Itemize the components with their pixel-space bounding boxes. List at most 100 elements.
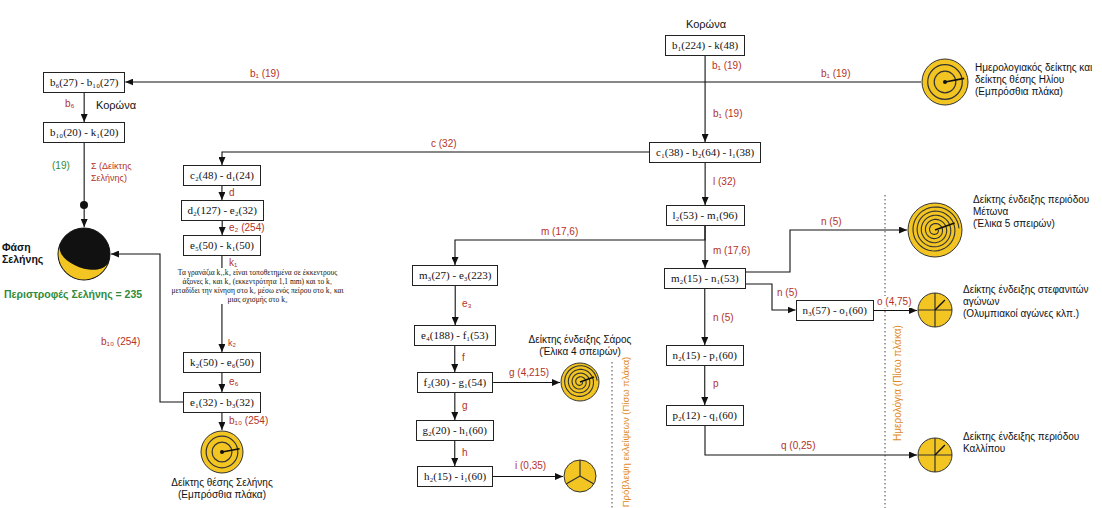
spiral-groove xyxy=(565,366,598,397)
part-name: Κορώνα xyxy=(686,18,726,30)
gear-connector xyxy=(454,393,455,420)
dial-disc xyxy=(908,203,962,257)
edge-label: Σ (Δείκτης Σελήνης) xyxy=(90,160,154,184)
gear-connector xyxy=(493,382,560,383)
dial-disc xyxy=(561,363,599,401)
edge-label: b₁ (19) xyxy=(820,68,852,80)
gear-connector xyxy=(221,373,222,392)
dial-heading: Φάση Σελήνης xyxy=(2,241,54,265)
gear-box: n₃(57) - o₁(60) xyxy=(796,300,875,321)
drawing-stroke xyxy=(928,65,963,100)
gear-rate-label: (19) xyxy=(52,160,70,172)
dial-drawing xyxy=(917,437,953,473)
dial-pointer xyxy=(945,78,964,82)
gear-connector xyxy=(704,366,705,405)
gear-text: n₃(57) - o₁(60) xyxy=(803,304,868,316)
gear-text: h₂(15) - i₁(60) xyxy=(424,470,486,482)
dial-heading: Δείκτης ένδειξης στεφανιτών αγώνων(Ολυμπ… xyxy=(963,284,1098,320)
dial-heading: Ημερολογιακός δείκτης και δείκτης θέσης … xyxy=(975,62,1097,98)
dial-drawing xyxy=(560,362,600,402)
moon-position-dial: Δείκτης θέσης Σελήνης(Εμπρόσθια πλάκα) xyxy=(200,430,244,474)
edge-label: f xyxy=(461,352,466,364)
gear-text: b₁₀(20) - k₁(20) xyxy=(50,126,118,138)
gear-text: m₂(15) - n₁(53) xyxy=(671,272,739,284)
spiral-groove xyxy=(913,207,959,251)
edge-label: n (5) xyxy=(776,287,799,299)
gear-connector xyxy=(84,93,85,122)
dial-disc xyxy=(918,438,952,472)
dial-heading: Δείκτης ένδειξης Σάρος(Έλικα 4 σπειρών) xyxy=(510,334,650,358)
gear-connector xyxy=(455,226,705,265)
gear-text: d₂(127) - e₂(32) xyxy=(188,204,257,216)
edge-label: m (17,6) xyxy=(712,245,751,257)
drawing-stroke xyxy=(943,80,947,84)
dial-caption: Ημερολογιακός δείκτης και δείκτης θέσης … xyxy=(975,62,1097,86)
note-text: Τα γρανάζια k₁,k₂ είναι τοποθετημένα σε … xyxy=(170,268,345,304)
dial-sector xyxy=(580,476,594,484)
dial-drawing xyxy=(921,58,969,106)
gear-connector xyxy=(455,286,456,325)
drawing-stroke xyxy=(212,442,232,462)
gear-box: n₂(15) - p₁(60) xyxy=(666,345,745,366)
dial-pointer xyxy=(222,449,240,452)
gear-connector xyxy=(222,152,649,165)
gear-box: e₁(32) - b₃(32) xyxy=(183,392,261,413)
dial-caption: (Έλικα 5 σπειρών) xyxy=(973,218,1098,230)
gear-box: b₁(224) - k(48) xyxy=(665,35,745,56)
dial-disc xyxy=(201,431,243,473)
gear-text: e₄(188) - f₁(53) xyxy=(421,329,489,341)
gear-text: m₃(27) - e₃(223) xyxy=(419,269,491,281)
gear-text: b₁(224) - k(48) xyxy=(672,39,738,51)
dial-caption: Δείκτης θέσης Σελήνης xyxy=(142,477,302,489)
edge-label: q (0,25) xyxy=(780,440,816,452)
gear-connector xyxy=(84,143,85,227)
dial-drawing xyxy=(917,292,953,328)
gear-box: p₂(12) - q₁(60) xyxy=(666,405,745,426)
gear-connector xyxy=(454,346,455,372)
gear-connector xyxy=(746,230,907,272)
gear-label: k₂ xyxy=(228,337,236,349)
drawing-stroke xyxy=(934,71,956,93)
gear-box: e₄(188) - f₁(53) xyxy=(414,325,496,346)
dial-pointer xyxy=(580,377,594,382)
moon-phase-ball: Φάση Σελήνης xyxy=(57,227,111,281)
gear-box: b₁₀(20) - k₁(20) xyxy=(43,122,125,143)
dial-caption: Φάση Σελήνης xyxy=(2,241,54,265)
gear-text: c₁(38) - b₂(64) - l₁(38) xyxy=(656,146,754,158)
gear-box: b₆(27) - b₁₀(27) xyxy=(43,72,125,93)
dotted-divider xyxy=(612,362,613,508)
dial-caption: (Εμπρόσθια πλάκα) xyxy=(975,86,1097,98)
dial-disc xyxy=(918,293,952,327)
dial-disc xyxy=(564,460,596,492)
group-label: Ημερολόγια (Πίσω πλάκα) xyxy=(892,325,904,441)
gear-text: b₆(27) - b₁₀(27) xyxy=(50,76,118,88)
gear-text: e₁(32) - b₃(32) xyxy=(190,396,254,408)
gear-text: n₂(15) - p₁(60) xyxy=(673,349,738,361)
dial-heading: Δείκτης θέσης Σελήνης(Εμπρόσθια πλάκα) xyxy=(142,477,302,501)
gear-text: k₂(50) - e₆(50) xyxy=(190,356,254,368)
gear-box: d₂(127) - e₂(32) xyxy=(181,200,264,221)
dial-pointer xyxy=(935,300,945,310)
edge-label: e₃ xyxy=(461,298,473,310)
gear-box: c₂(48) - d₁(24) xyxy=(183,165,261,186)
dial-caption: Δείκτης ένδειξης περιόδου Καλλίπου xyxy=(963,431,1098,455)
group-label: Πρόβλεψη εκλείψεων (Πίσω πλάκα) xyxy=(620,357,632,508)
edge-label: b₁ (19) xyxy=(712,108,744,120)
dial-disc xyxy=(922,59,968,105)
dial-drawing xyxy=(200,430,244,474)
gear-connector xyxy=(705,56,706,142)
moon-crescent xyxy=(57,245,108,281)
gear-box: c₁(38) - b₂(64) - l₁(38) xyxy=(649,142,761,163)
dial-pointer xyxy=(935,445,945,455)
part-name: Κορώνα xyxy=(96,99,136,111)
gear-text: f₂(30) - g₁(54) xyxy=(424,376,487,388)
gear-box: k₂(50) - e₆(50) xyxy=(183,352,261,373)
gear-rate-label: i (0,35) xyxy=(515,460,546,472)
edge-label: p xyxy=(712,378,720,390)
gear-connector xyxy=(454,441,455,466)
callippic-dial: Δείκτης ένδειξης περιόδου Καλλίπου xyxy=(917,437,953,473)
edge-label: n (5) xyxy=(820,216,843,228)
edge-label: b₆ xyxy=(64,98,76,110)
gear-text: c₂(48) - d₁(24) xyxy=(190,169,254,181)
